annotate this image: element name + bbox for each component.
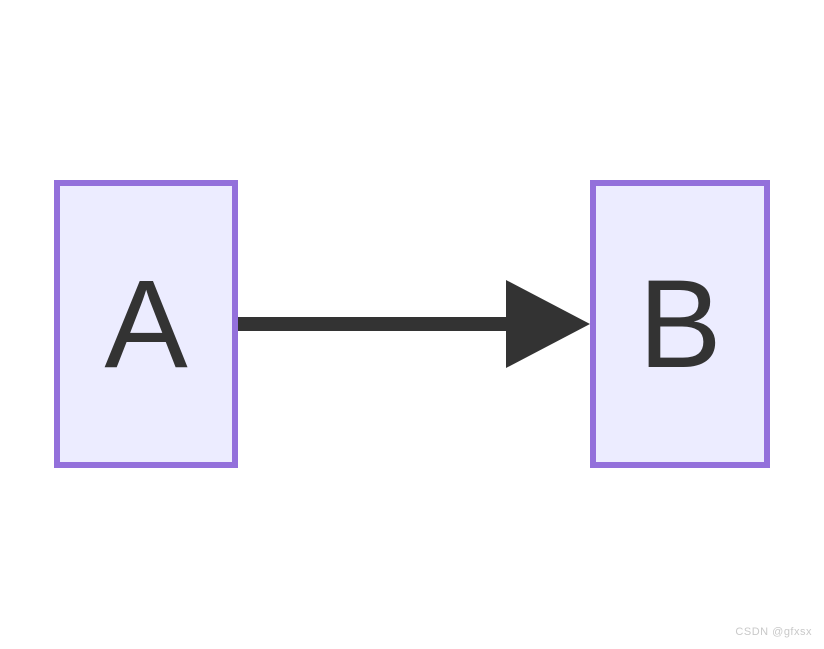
- node-A: A: [54, 180, 238, 468]
- edge-A-to-B-line: [238, 317, 510, 331]
- node-B: B: [590, 180, 770, 468]
- node-A-label: A: [104, 254, 188, 394]
- node-B-label: B: [638, 254, 722, 394]
- watermark: CSDN @gfxsx: [735, 626, 812, 638]
- arrowhead-icon: [506, 280, 590, 368]
